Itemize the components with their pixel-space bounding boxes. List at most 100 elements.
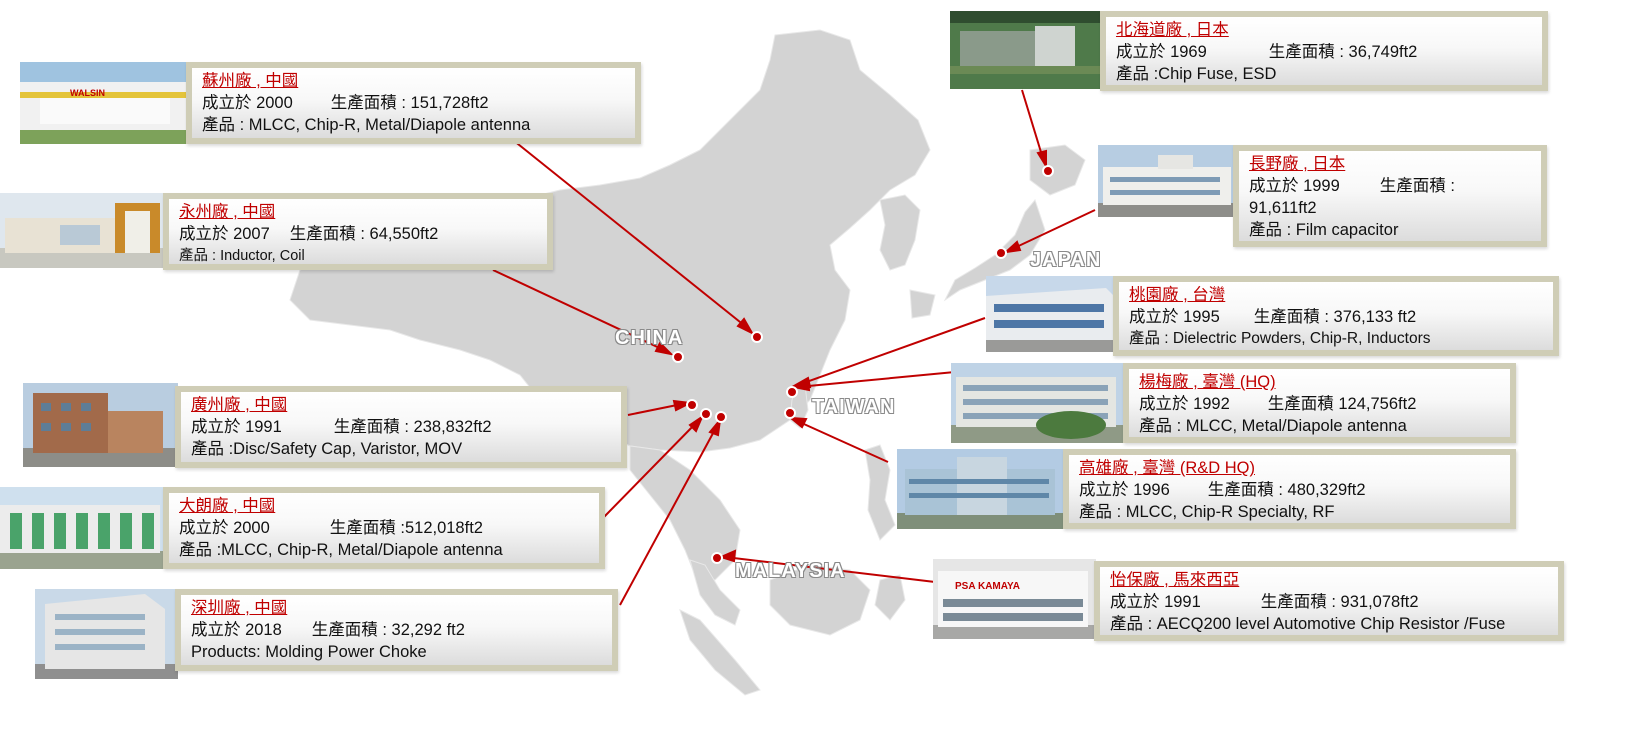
products-dalang: 產品 :MLCC, Chip-R, Metal/Diapole antenna — [179, 541, 503, 559]
line-ipoh — [724, 556, 936, 583]
kamaya-sign: PSA KAMAYA — [955, 581, 1020, 592]
factory-name-taoyuan[interactable]: 桃園廠 , 台灣 — [1129, 286, 1226, 304]
korea-landmass — [879, 194, 921, 271]
founded-suzhou: 成立於 2000 — [202, 94, 293, 112]
card-guangzhou: 廣州廠 , 中國 成立於 1991 生產面積 : 238,832ft2 產品 :D… — [175, 386, 627, 468]
dot-nagano — [995, 247, 1007, 259]
products-suzhou: 產品 : MLCC, Chip-R, Metal/Diapole antenna — [202, 116, 531, 134]
products-shenzhen: Products: Molding Power Choke — [191, 643, 427, 661]
area-dalang: 生產面積 :512,018ft2 — [329, 519, 483, 537]
area-ipoh: 生產面積 : 931,078ft2 — [1260, 593, 1419, 611]
area-nagano: 生產面積 : — [1379, 177, 1455, 195]
line-suzhou — [497, 127, 751, 331]
factory-name-dalang[interactable]: 大朗廠 , 中國 — [179, 497, 276, 515]
founded-yongzhou: 成立於 2007 — [179, 225, 270, 243]
photo-shenzhen — [35, 589, 178, 679]
philippines-landmass — [864, 444, 896, 541]
line-kaohsiung — [794, 419, 889, 463]
dot-suzhou — [751, 331, 763, 343]
dot-yongzhou — [672, 351, 684, 363]
products-taoyuan: 產品 : Dielectric Powders, Chip-R, Inducto… — [1129, 330, 1431, 347]
founded-taoyuan: 成立於 1995 — [1129, 308, 1220, 326]
factory-name-suzhou[interactable]: 蘇州廠 , 中國 — [202, 72, 299, 90]
factory-name-kaohsiung[interactable]: 高雄廠 , 臺灣 (R&D HQ) — [1079, 459, 1255, 477]
factory-name-hokkaido[interactable]: 北海道廠 , 日本 — [1116, 21, 1229, 39]
products-yangmei: 產品 : MLCC, Metal/Diapole antenna — [1139, 417, 1407, 435]
founded-shenzhen: 成立於 2018 — [191, 621, 282, 639]
photo-suzhou: WALSIN — [20, 62, 190, 144]
dot-guangzhou — [686, 399, 698, 411]
factory-name-yongzhou[interactable]: 永州廠 , 中國 — [179, 203, 276, 221]
card-dalang: 大朗廠 , 中國 成立於 2000 生產面積 :512,018ft2 產品 :ML… — [163, 487, 605, 569]
products-kaohsiung: 產品 : MLCC, Chip-R Specialty, RF — [1079, 503, 1335, 521]
factory-name-nagano[interactable]: 長野廠 , 日本 — [1249, 155, 1346, 173]
area-taoyuan: 生產面積 : 376,133 ft2 — [1253, 308, 1417, 326]
factory-name-guangzhou[interactable]: 廣州廠 , 中國 — [191, 396, 288, 414]
malaysia-landmass — [689, 559, 741, 626]
photo-yangmei — [951, 363, 1123, 443]
dot-kaohsiung — [784, 407, 796, 419]
photo-kaohsiung — [897, 449, 1065, 529]
walsin-sign: WALSIN — [70, 88, 105, 98]
card-nagano: 長野廠 , 日本 成立於 1999 生產面積 : 91,611ft2 產品 : F… — [1233, 145, 1547, 247]
line-shenzhen — [619, 423, 719, 606]
photo-guangzhou — [23, 383, 178, 467]
dot-hokkaido — [1042, 165, 1054, 177]
products-ipoh: 產品 : AECQ200 level Automotive Chip Resis… — [1110, 615, 1506, 633]
factory-name-yangmei[interactable]: 楊梅廠 , 臺灣 (HQ) — [1139, 373, 1276, 391]
area-shenzhen: 生產面積 : 32,292 ft2 — [311, 621, 465, 639]
founded-hokkaido: 成立於 1969 — [1116, 43, 1207, 61]
dot-ipoh — [711, 552, 723, 564]
founded-nagano: 成立於 1999 — [1249, 177, 1340, 195]
honshu-landmass — [943, 198, 1046, 302]
line-dalang — [602, 419, 700, 519]
area-yongzhou: 生產面積 : 64,550ft2 — [289, 225, 439, 243]
card-kaohsiung: 高雄廠 , 臺灣 (R&D HQ) 成立於 1996 生產面積 : 480,329… — [1063, 449, 1516, 529]
card-shenzhen: 深圳廠 , 中國 成立於 2018 生產面積 : 32,292 ft2 Produ… — [175, 589, 618, 671]
label-malaysia: MALAYSIA — [735, 560, 846, 582]
products-yongzhou: 產品 : Inductor, Coil — [179, 248, 305, 264]
sumatra-landmass — [679, 609, 761, 696]
products-hokkaido: 產品 :Chip Fuse, ESD — [1116, 65, 1277, 83]
line-hokkaido — [1021, 89, 1045, 163]
founded-dalang: 成立於 2000 — [179, 519, 270, 537]
indochina-landmass — [629, 445, 741, 581]
products-guangzhou: 產品 :Disc/Safety Cap, Varistor, MOV — [191, 440, 463, 458]
photo-taoyuan — [986, 276, 1116, 352]
founded-ipoh: 成立於 1991 — [1110, 593, 1201, 611]
label-taiwan: TAIWAN — [812, 396, 896, 418]
photo-hokkaido — [950, 11, 1102, 89]
dot-shenzhen — [715, 411, 727, 423]
photo-yongzhou — [0, 193, 165, 268]
area-guangzhou: 生產面積 : 238,832ft2 — [333, 418, 492, 436]
dot-taoyuan — [786, 386, 798, 398]
card-suzhou: 蘇州廠 , 中國 成立於 2000 生產面積 : 151,728ft2 產品 : … — [186, 62, 641, 144]
founded-kaohsiung: 成立於 1996 — [1079, 481, 1170, 499]
area-value-nagano: 91,611ft2 — [1249, 199, 1317, 217]
borneo-landmass — [769, 564, 871, 636]
dot-dalang — [700, 408, 712, 420]
photo-ipoh: PSA KAMAYA — [933, 559, 1096, 639]
line-nagano — [1009, 209, 1096, 251]
card-yongzhou: 永州廠 , 中國 成立於 2007 生產面積 : 64,550ft2 產品 : I… — [163, 193, 553, 270]
photo-nagano — [1098, 145, 1236, 217]
area-kaohsiung: 生產面積 : 480,329ft2 — [1207, 481, 1366, 499]
founded-guangzhou: 成立於 1991 — [191, 418, 282, 436]
card-ipoh: 怡保廠 , 馬來西亞 成立於 1991 生產面積 : 931,078ft2 產品 … — [1094, 561, 1564, 641]
line-yongzhou — [492, 269, 669, 353]
area-yangmei: 生產面積 124,756ft2 — [1267, 395, 1417, 413]
kyushu-landmass — [909, 289, 936, 319]
products-nagano: 產品 : Film capacitor — [1249, 221, 1399, 239]
line-yangmei — [797, 371, 956, 388]
photo-dalang — [0, 487, 165, 569]
line-taoyuan — [797, 317, 986, 386]
factory-name-ipoh[interactable]: 怡保廠 , 馬來西亞 — [1110, 571, 1240, 589]
label-china: CHINA — [615, 327, 684, 349]
factory-name-shenzhen[interactable]: 深圳廠 , 中國 — [191, 599, 288, 617]
area-suzhou: 生產面積 : 151,728ft2 — [330, 94, 489, 112]
founded-yangmei: 成立於 1992 — [1139, 395, 1230, 413]
sulawesi-landmass — [874, 574, 906, 621]
label-japan: JAPAN — [1030, 249, 1102, 271]
